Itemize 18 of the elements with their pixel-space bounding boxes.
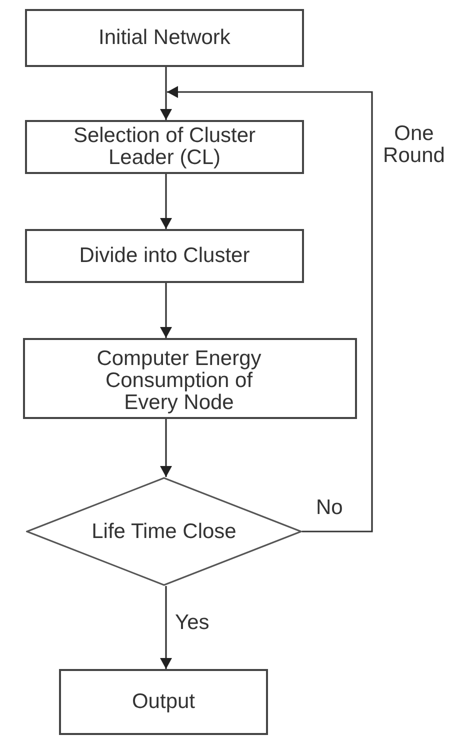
process-box (25, 229, 304, 283)
step-text: Selection of Cluster Leader (CL) (72, 125, 257, 169)
arrow (160, 419, 172, 477)
process-box (25, 9, 304, 67)
arrow (160, 283, 172, 338)
process-box (23, 338, 357, 419)
arrow (160, 174, 172, 229)
step-text: Computer Energy Consumption of Every Node (96, 348, 262, 414)
step-text: Divide into Cluster (79, 245, 250, 267)
decision-diamond (26, 477, 302, 586)
step-text: Output (132, 691, 196, 713)
process-box (59, 669, 268, 735)
loop-note: One Round (382, 123, 446, 167)
step-text: Initial Network (98, 27, 230, 49)
arrow (167, 86, 373, 532)
process-box (25, 120, 304, 174)
arrow (160, 586, 172, 669)
decision-text: Life Time Close (92, 520, 236, 542)
